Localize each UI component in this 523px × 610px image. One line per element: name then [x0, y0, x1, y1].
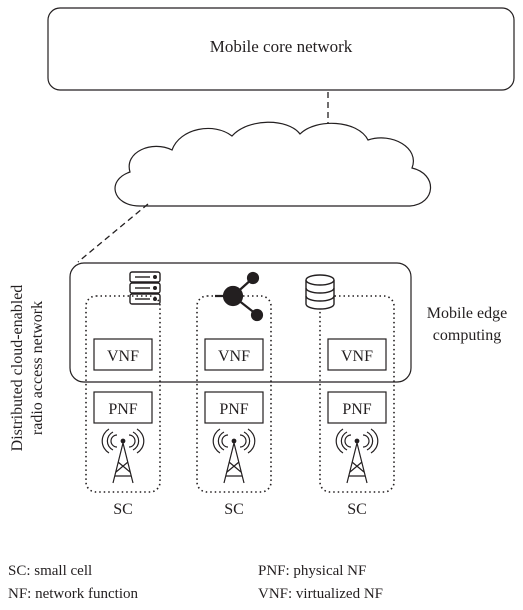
pnf-label-2: PNF — [219, 401, 248, 418]
vnf-box-3 — [327, 338, 387, 371]
antenna-tower-icon — [335, 428, 379, 484]
pnf-box-2 — [204, 391, 264, 424]
vnf-label-2: VNF — [218, 348, 250, 365]
vnf-box-2 — [204, 338, 264, 371]
vnf-label-3: VNF — [341, 348, 373, 365]
database-icon — [305, 274, 335, 310]
pnf-label-3: PNF — [342, 401, 371, 418]
mec-label-line1: Mobile edge — [427, 305, 507, 322]
vnf-label-1: VNF — [107, 348, 139, 365]
vnf-box-1 — [93, 338, 153, 371]
side-label: Distributed cloud-enabled radio access n… — [9, 285, 46, 452]
legend-nf: NF: network function — [8, 586, 138, 602]
side-label-line2: radio access network — [29, 301, 46, 435]
sc-column-1 — [85, 295, 161, 493]
sc-label-3: SC — [347, 501, 367, 518]
pnf-box-1 — [93, 391, 153, 424]
antenna-tower-icon — [101, 428, 145, 484]
pnf-box-3 — [327, 391, 387, 424]
side-label-line1: Distributed cloud-enabled — [9, 285, 26, 452]
share-network-icon — [215, 271, 264, 322]
sc-label-1: SC — [113, 501, 133, 518]
mec-label-line2: computing — [433, 327, 501, 344]
pnf-label-1: PNF — [108, 401, 137, 418]
sc-column-3 — [319, 295, 395, 493]
legend-sc: SC: small cell — [8, 563, 92, 579]
cloud-ran-link — [77, 203, 149, 263]
core-network-box — [47, 7, 515, 91]
sc-label-2: SC — [224, 501, 244, 518]
legend-pnf: PNF: physical NF — [258, 563, 366, 579]
cloud-icon — [114, 121, 432, 207]
legend-vnf: VNF: virtualized NF — [258, 586, 383, 602]
mec-box — [69, 262, 412, 383]
server-stack-icon — [129, 271, 161, 305]
antenna-tower-icon — [212, 428, 256, 484]
core-network-label: Mobile core network — [210, 37, 353, 56]
